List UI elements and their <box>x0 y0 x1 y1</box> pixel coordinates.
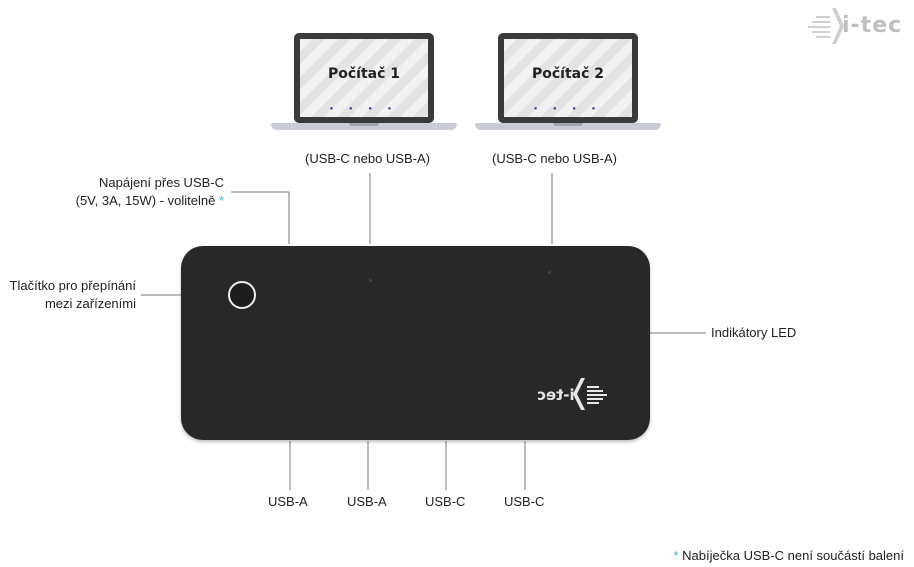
kvm-switch-device: i-tec <box>181 246 650 440</box>
power-label: Napájení přes USB-C (5V, 3A, 15W) - voli… <box>0 174 224 210</box>
laptop-base <box>271 123 457 130</box>
footnote: * Nabíječka USB-C není součástí balení <box>673 548 904 563</box>
brand-logo: i-tec <box>802 2 910 53</box>
led-indicator-2 <box>548 271 551 274</box>
laptop-screen: Počítač 1 ● ● ● ● <box>300 39 428 117</box>
port-label: USB-A <box>268 494 308 509</box>
computer-title: Počítač 2 <box>531 66 605 82</box>
computer-1: Počítač 1 ● ● ● ● <box>271 33 457 135</box>
taskbar-icons: ● ● ● ● <box>329 106 399 112</box>
power-label-line2: (5V, 3A, 15W) - volitelně <box>75 193 216 208</box>
computer1-connection-label: (USB-C nebo USB-A) <box>305 151 430 166</box>
i-tec-logo-icon <box>808 8 844 44</box>
device-logo-text: i-tec <box>537 386 575 404</box>
laptop-screen: Počítač 2 ● ● ● ● <box>504 39 632 117</box>
footnote-text: Nabíječka USB-C není součástí balení <box>678 548 904 563</box>
led-label: Indikátory LED <box>711 325 797 340</box>
brand-logo-text: i-tec <box>842 13 903 38</box>
asterisk-icon: * <box>218 193 224 208</box>
led-indicator-1 <box>369 279 372 282</box>
taskbar-icons: ● ● ● ● <box>533 106 603 112</box>
power-line <box>231 191 290 244</box>
port-label: USB-C <box>504 494 545 509</box>
port-label: USB-A <box>347 494 387 509</box>
i-tec-logo-mirrored-icon: i-tec <box>537 378 607 410</box>
asterisk-icon: * <box>673 548 679 563</box>
switch-label-line1: Tlačítko pro přepínání <box>9 278 136 293</box>
laptop-base <box>475 123 661 130</box>
switch-label-line2: mezi zařízeními <box>44 296 136 311</box>
port-label: USB-C <box>425 494 466 509</box>
switch-button-label: Tlačítko pro přepínání mezi zařízeními <box>0 277 136 313</box>
computer2-connection-label: (USB-C nebo USB-A) <box>492 151 617 166</box>
power-label-line1: Napájení přes USB-C <box>99 175 224 190</box>
computer-2: Počítač 2 ● ● ● ● <box>475 33 661 135</box>
computer-title: Počítač 1 <box>327 66 401 82</box>
device-logo: i-tec <box>537 374 617 419</box>
switch-button[interactable] <box>228 281 256 309</box>
